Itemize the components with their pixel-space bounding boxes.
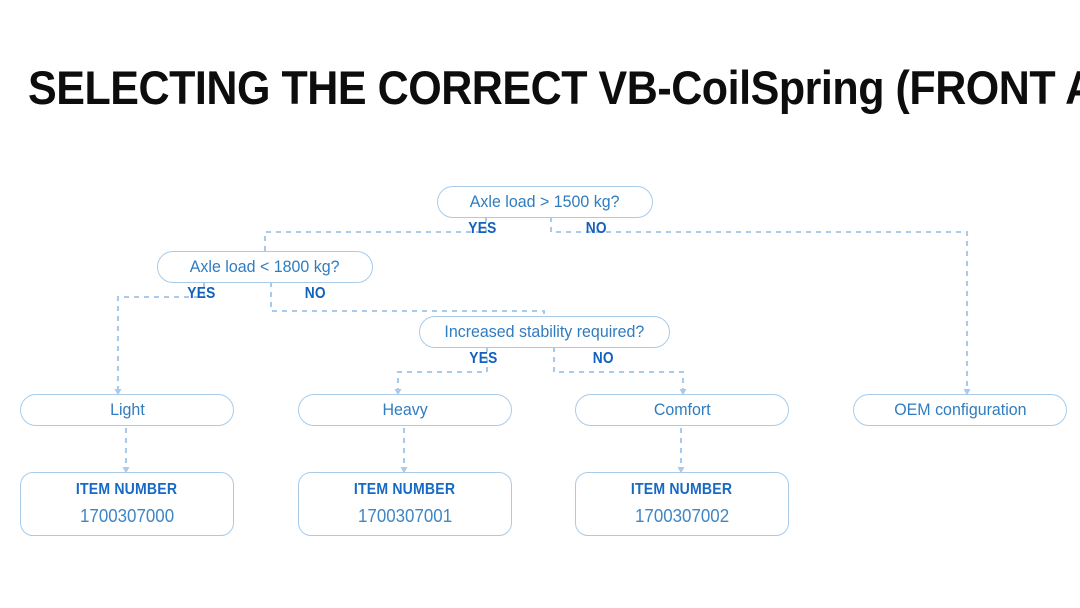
decision-label: Axle load > 1500 kg? [470,192,620,211]
page-title: SELECTING THE CORRECT VB-CoilSpring (FRO… [28,61,1080,114]
outcome-node-light[interactable]: Light [20,394,234,426]
item-number-card-heavy[interactable]: ITEM NUMBER 1700307001 [298,472,512,536]
edge-d1-yes-to-d2 [263,217,488,252]
branch-label-d3-no: NO [592,350,614,367]
item-number-card-light[interactable]: ITEM NUMBER 1700307000 [20,472,234,536]
branch-label-d3-yes: YES [469,350,498,367]
decision-node-axle-load-lt-1800[interactable]: Axle load < 1800 kg? [157,251,373,283]
item-number-heading: ITEM NUMBER [354,481,456,498]
decision-node-axle-load-gt-1500[interactable]: Axle load > 1500 kg? [437,186,653,218]
outcome-node-heavy[interactable]: Heavy [298,394,512,426]
branch-label-d2-no: NO [304,285,326,302]
branch-label-d1-yes: YES [468,220,497,237]
item-number-heading: ITEM NUMBER [76,481,178,498]
outcome-label: Comfort [653,400,711,419]
branch-label-d1-no: NO [585,220,607,237]
branch-label-d2-yes: YES [187,285,216,302]
item-number-value: 1700307001 [357,506,453,526]
edge-d3-no-to-comfort [552,347,687,396]
decision-label: Increased stability required? [444,322,645,341]
outcome-node-comfort[interactable]: Comfort [575,394,789,426]
outcome-label: Heavy [382,400,428,419]
decision-label: Axle load < 1800 kg? [190,257,340,276]
item-number-heading: ITEM NUMBER [631,481,733,498]
item-number-card-comfort[interactable]: ITEM NUMBER 1700307002 [575,472,789,536]
outcome-node-oem[interactable]: OEM configuration [853,394,1067,426]
decision-node-increased-stability[interactable]: Increased stability required? [419,316,670,348]
item-number-value: 1700307002 [634,506,730,526]
outcome-label: Light [109,400,145,419]
item-number-value: 1700307000 [79,506,175,526]
outcome-label: OEM configuration [893,400,1027,419]
